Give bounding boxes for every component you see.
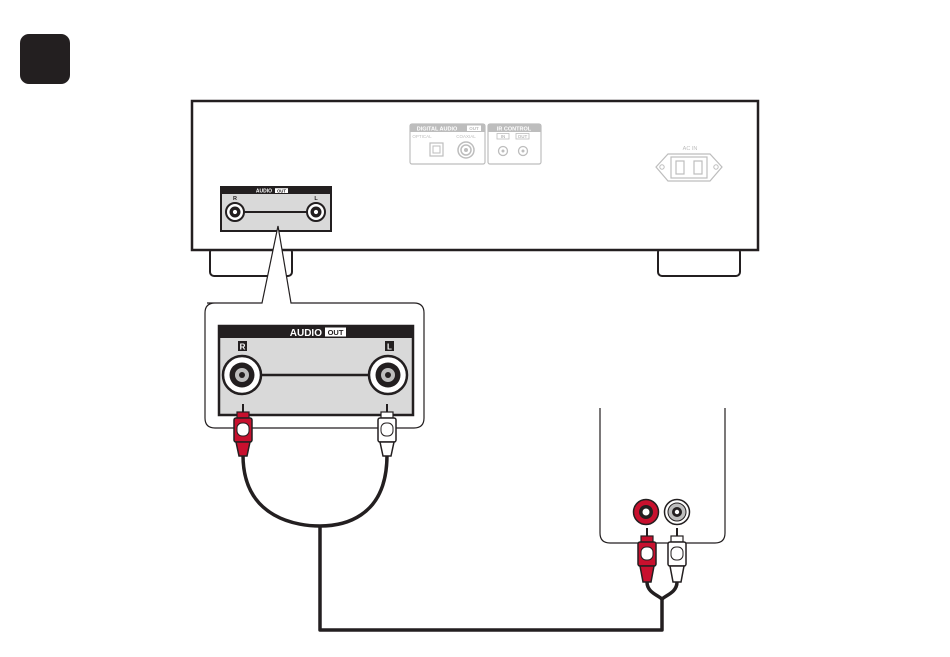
cable-red-branch xyxy=(243,455,320,526)
zoom-r-label: R xyxy=(240,343,246,352)
digital-audio-out-group: DIGITAL AUDIO OUT OPTICAL COAXIAL xyxy=(410,124,485,164)
zoom-audio-label: AUDIO xyxy=(290,328,322,339)
digital-audio-badge: OUT xyxy=(469,126,479,131)
zoom-l-jack xyxy=(369,356,407,394)
cable-white-branch xyxy=(320,455,387,526)
optical-label: OPTICAL xyxy=(412,134,432,139)
amp-red-jack xyxy=(634,500,659,525)
rca-plug-red-left xyxy=(234,404,252,456)
zoom-audio-badge: OUT xyxy=(328,328,344,337)
audio-small-badge: OUT xyxy=(277,188,286,193)
amp-white-jack xyxy=(665,500,690,525)
zoom-r-jack xyxy=(223,356,261,394)
ir-out-label: OUT xyxy=(518,134,528,139)
rca-plug-red-right xyxy=(638,528,656,582)
amplifier-input-panel xyxy=(600,408,725,543)
r-small-label: R xyxy=(233,196,237,202)
audio-out-panel-small: AUDIO OUT R L xyxy=(221,187,331,231)
audio-out-panel-zoom: AUDIO OUT R L xyxy=(219,326,413,415)
rca-plug-white-right xyxy=(668,528,686,582)
optical-jack xyxy=(430,143,443,156)
cable-split-left xyxy=(647,582,662,600)
cable-split-right xyxy=(662,582,677,600)
digital-audio-label: DIGITAL AUDIO xyxy=(417,127,458,133)
ir-in-label: IN xyxy=(501,134,506,139)
rca-plug-white-left xyxy=(378,404,396,456)
ac-in-label: AC IN xyxy=(683,146,698,152)
coaxial-label: COAXIAL xyxy=(456,134,476,139)
ir-control-group: IR CONTROL IN OUT xyxy=(488,124,541,164)
device-foot-right xyxy=(658,248,740,276)
audio-small-label: AUDIO xyxy=(256,189,272,195)
zoom-l-label: L xyxy=(387,343,392,352)
ir-control-label: IR CONTROL xyxy=(497,127,532,133)
